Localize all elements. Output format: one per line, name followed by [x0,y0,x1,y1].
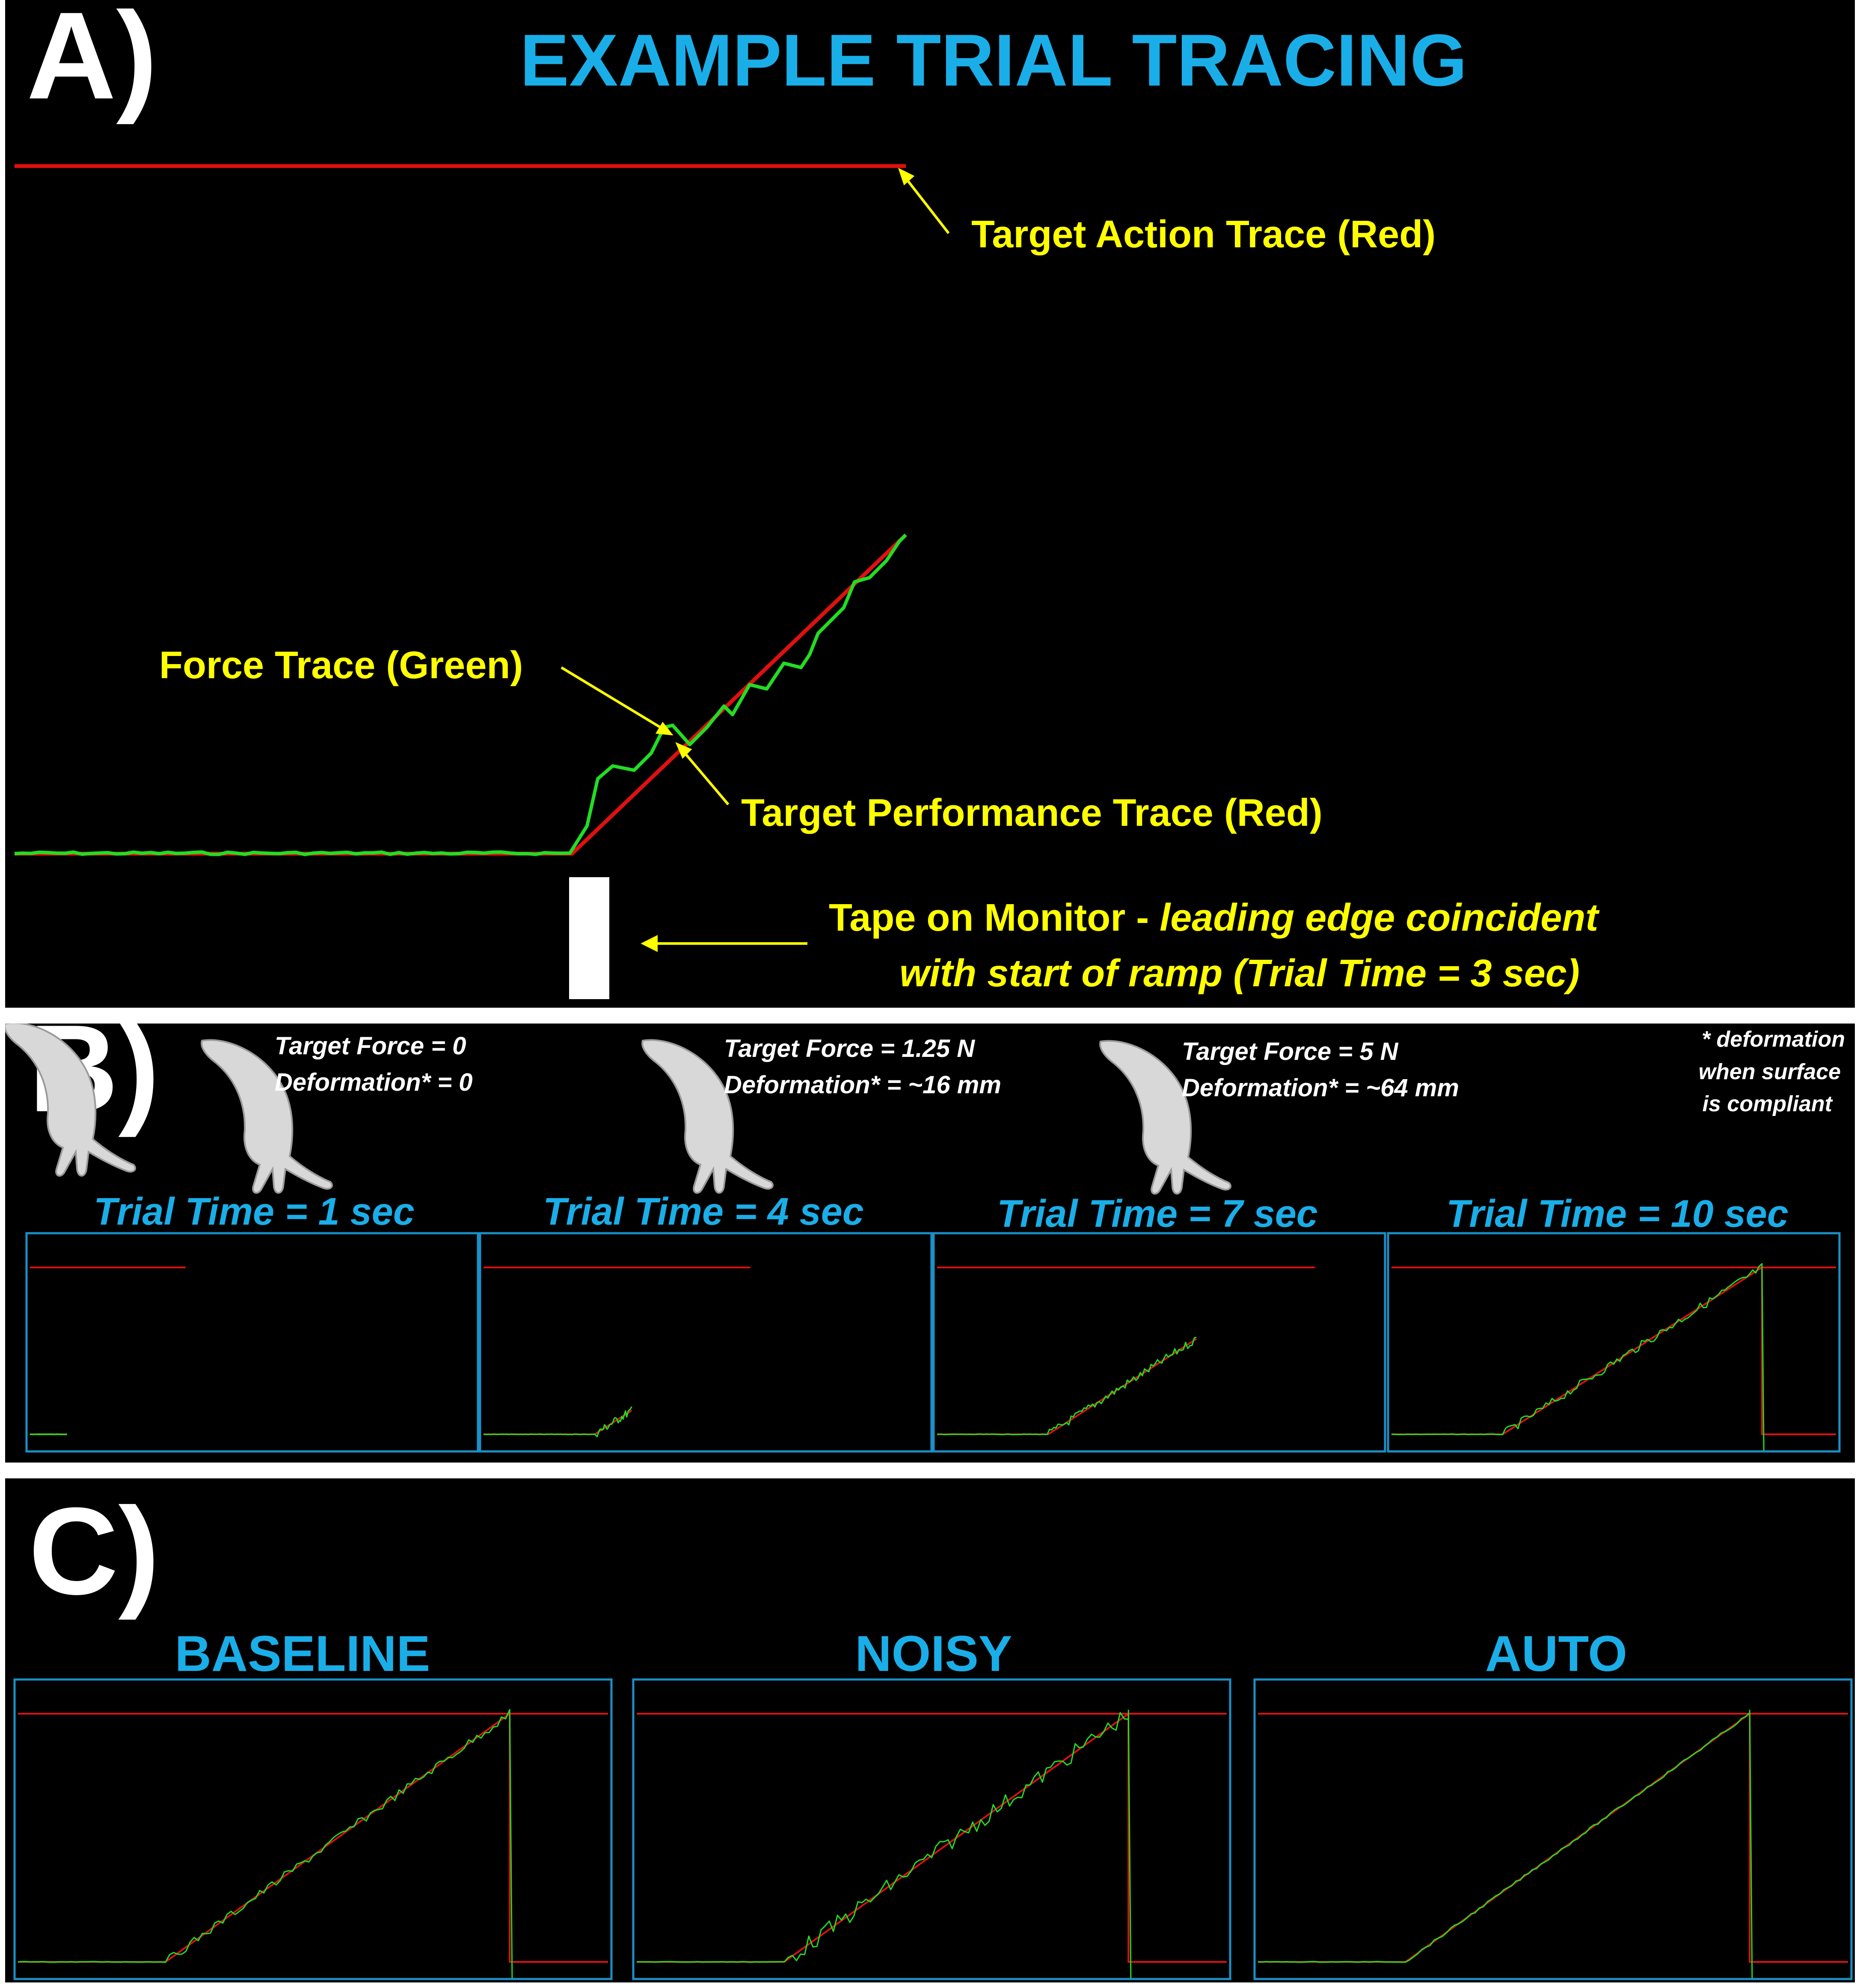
tape-label-line2: with start of ramp (Trial Time = 3 sec) [899,952,1580,995]
condition-noisy-label: NOISY [855,1626,1012,1682]
target-performance-arrow [680,748,730,805]
condition-frame-noisy-force-trace [636,1709,1132,1979]
frame-3-label: Trial Time = 7 sec [997,1193,1318,1235]
hand-icon [5,1024,136,1177]
target-action-arrow [902,175,950,234]
condition-frame-auto [1253,1678,1853,1980]
frame-4-label: Trial Time = 10 sec [1446,1193,1789,1235]
condition-frame-auto-force-trace [1258,1709,1753,1979]
trial-frame-2 [479,1232,933,1453]
hand-3-force: Target Force = 5 N [1182,1038,1399,1065]
panel-a-canvas: A) EXAMPLE TRIAL TRACING Target Action T… [14,0,1600,999]
target-action-label: Target Action Trace (Red) [971,213,1436,256]
trial-frame-3-force-trace [937,1336,1197,1436]
hand-icon-1 [201,1039,333,1194]
condition-auto-label: AUTO [1485,1626,1627,1682]
tape-label-italic: leading edge coincident [1160,896,1600,939]
arrow-head-icon [655,721,673,736]
arrow-head-icon [641,935,658,952]
panel-c-canvas: C) BASELINE NOISY AUTO [13,1482,1853,1980]
condition-frame-noisy-border [632,1678,1231,1980]
trial-frames [25,1232,1841,1453]
panel-c-letter: C) [29,1482,160,1621]
trial-frame-1 [25,1232,479,1453]
trial-frame-1-border [25,1232,479,1453]
trial-frame-2-force-trace [483,1406,632,1437]
frame-2-label: Trial Time = 4 sec [543,1190,864,1233]
condition-baseline-label: BASELINE [175,1626,430,1682]
trial-frame-3-border [932,1232,1386,1453]
condition-frame-noisy [632,1678,1231,1980]
annotation-arrows [561,168,950,952]
tape-label-normal: Tape on Monitor - [829,896,1160,939]
trial-frame-4-force-trace [1391,1263,1765,1451]
trial-frame-3 [932,1232,1386,1453]
hand-1-deformation: Deformation* = 0 [275,1068,473,1096]
hand-3-deformation: Deformation* = ~64 mm [1182,1074,1459,1102]
condition-frame-auto-border [1253,1678,1853,1980]
force-trace-label: Force Trace (Green) [159,644,523,687]
footnote-line1: * deformation [1702,1027,1845,1052]
panel-a: A) EXAMPLE TRIAL TRACING Target Action T… [5,0,1855,1008]
condition-frames [13,1678,1853,1980]
condition-frame-baseline-force-trace [18,1709,513,1979]
panel-b-canvas: B) Target Force = 0 Deformation* = 0 Tar… [5,1024,1845,1453]
trial-frame-4-border [1387,1232,1841,1453]
panel-c: C) BASELINE NOISY AUTO [5,1478,1855,1982]
force-trace [14,534,907,856]
target-performance-label: Target Performance Trace (Red) [741,792,1323,834]
condition-frame-baseline-border [13,1678,613,1980]
hand-icon-2 [641,1039,774,1194]
tape-label-line1: Tape on Monitor - leading edge coinciden… [829,896,1600,939]
tape-marker [569,877,609,999]
frame-1-label: Trial Time = 1 sec [94,1190,415,1233]
force-trace-arrow [561,666,665,731]
panel-a-title: EXAMPLE TRIAL TRACING [520,19,1467,101]
panel-b: B) Target Force = 0 Deformation* = 0 Tar… [5,1024,1855,1463]
footnote-line2: when surface [1699,1059,1841,1084]
hand-1-force: Target Force = 0 [275,1032,466,1060]
trial-frame-2-border [479,1232,933,1453]
panel-a-letter: A) [27,0,157,125]
arrow-head-icon [898,168,915,186]
condition-frame-baseline [13,1678,613,1980]
trial-frame-4 [1387,1232,1841,1453]
hand-2-deformation: Deformation* = ~16 mm [724,1071,1001,1099]
hand-2-force: Target Force = 1.25 N [724,1035,975,1062]
arrow-head-icon [675,742,692,759]
footnote-line3: is compliant [1703,1092,1833,1116]
